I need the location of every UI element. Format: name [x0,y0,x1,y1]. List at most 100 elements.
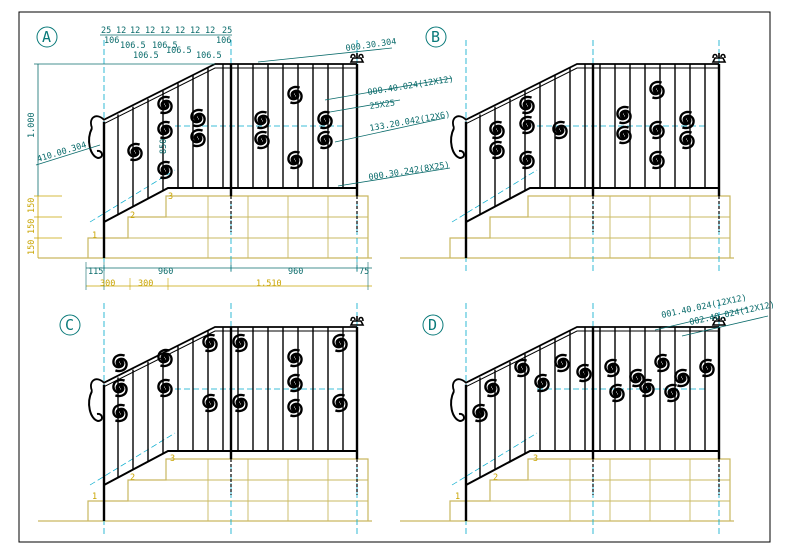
dim-top-6: 12 [175,26,185,36]
panel-label-b: B [425,26,447,48]
top-rail-lower [465,330,719,388]
callout-baluster: 000.40.024(12X12) [367,74,454,97]
scroll-ornament-icon [287,348,303,368]
dim-step-1: 150 [27,240,37,255]
dim-total-height: 1.000 [27,112,37,138]
scroll-ornament-icon [674,368,690,388]
handrail-volute [450,127,465,160]
panel-a-top-dimensions: 25 12 12 12 12 12 12 12 25 106 106.5 106… [100,26,232,61]
a-step-2: 2 [130,211,135,221]
scroll-ornament-icon [202,333,218,353]
panel-a-height-dimension: 1.000 850 [27,63,215,196]
bottom-rail [103,450,357,486]
bottom-rail [465,450,719,486]
scroll-ornament-icon [649,120,665,140]
panel-a-callouts: 000.30.304 000.40.024(12X12) 25X25 133.2… [35,37,454,187]
scroll-ornament-icon [112,403,128,423]
dim-bottom-2: 960 [158,267,173,277]
dim-low-3: 106.5 [196,51,222,61]
dim-bottom-4: 75 [359,267,369,277]
dim-mid-3: 106.5 [152,41,178,51]
panel-b-letter: B [431,28,440,46]
a-step-1: 1 [92,231,97,241]
scroll-ornament-icon [519,95,535,115]
dim-top-4: 12 [145,26,155,36]
d-step-2: 2 [493,473,498,483]
dim-low-2: 106.5 [166,46,192,56]
scroll-ornament-icon [639,378,655,398]
scroll-ornament-icon [157,120,173,140]
scroll-ornament-icon [157,160,173,180]
scroll-ornament-icon [649,150,665,170]
dim-run-1: 300 [100,279,115,289]
top-rail [452,326,719,392]
scroll-ornament-icon [654,353,670,373]
scroll-ornament-icon [609,383,625,403]
scroll-ornament-icon [616,105,632,125]
dim-bottom-1: 115 [88,267,103,277]
dim-step-3: 150 [27,198,37,213]
dim-top-5: 12 [160,26,170,36]
dim-baluster-height: 850 [159,139,169,154]
scroll-ornament-icon [254,130,270,150]
scroll-ornament-icon [112,353,128,373]
panel-d-letter: D [428,316,437,334]
scroll-ornament-icon [484,378,500,398]
scroll-ornament-icon [254,110,270,130]
callout-volute: 410.00.304 [36,140,88,165]
scroll-ornament-icon [489,140,505,160]
scroll-ornament-icon [554,353,570,373]
top-rail-lower [103,330,357,388]
scroll-ornament-icon [534,373,550,393]
scroll-ornament-icon [519,150,535,170]
scroll-ornament-icon [232,393,248,413]
dim-run-3: 1.510 [256,279,282,289]
scroll-ornament-icon [679,130,695,150]
stair-outline [87,458,369,521]
railing-panel-b [400,40,734,272]
callout-post: 25X25 [369,99,396,112]
scroll-ornament-icon [287,373,303,393]
handrail-volute [88,127,103,160]
scroll-ornament-icon [317,130,333,150]
dim-top-8: 12 [205,26,215,36]
dim-mid-4: 106 [216,36,231,46]
railing-panel-c [38,303,372,535]
top-rail-lower [465,67,719,125]
scroll-ornament-icon [287,85,303,105]
scroll-ornament-icon [679,110,695,130]
callout-bottom-rail: 000.30.242(8X25) [368,160,450,183]
top-rail [452,63,719,129]
scroll-ornament-icon [287,398,303,418]
a-step-3: 3 [168,192,173,202]
scroll-ornament-icon [157,95,173,115]
scroll-ornament-icon [287,150,303,170]
scroll-ornament-icon [699,358,715,378]
stair-outline [449,458,731,521]
handrail-volute [450,390,465,423]
dim-top-2: 12 [116,26,126,36]
railing-panel-d [400,303,734,535]
d-step-3: 3 [533,454,538,464]
panel-d-callouts: 001.40.024(12X12) 002.40.024(12X12) [654,293,776,337]
panel-a-step-dimensions: 150 150 150 [27,195,62,258]
dim-run-2: 300 [138,279,153,289]
stair-outline [87,195,369,258]
c-step-1: 1 [92,492,97,502]
dim-top-3: 12 [130,26,140,36]
bottom-rail [465,187,719,223]
dim-bottom-3: 960 [288,267,303,277]
top-rail-lower [103,67,357,125]
scroll-ornament-icon [232,333,248,353]
scroll-ornament-icon [202,393,218,413]
scroll-ornament-icon [157,378,173,398]
scroll-ornament-icon [664,383,680,403]
panel-label-c: C [59,314,81,336]
panel-c-letter: C [65,316,74,334]
dim-top-9: 25 [222,26,232,36]
bottom-rail [103,187,357,223]
scroll-ornament-icon [519,115,535,135]
panel-a-letter: A [42,28,51,46]
